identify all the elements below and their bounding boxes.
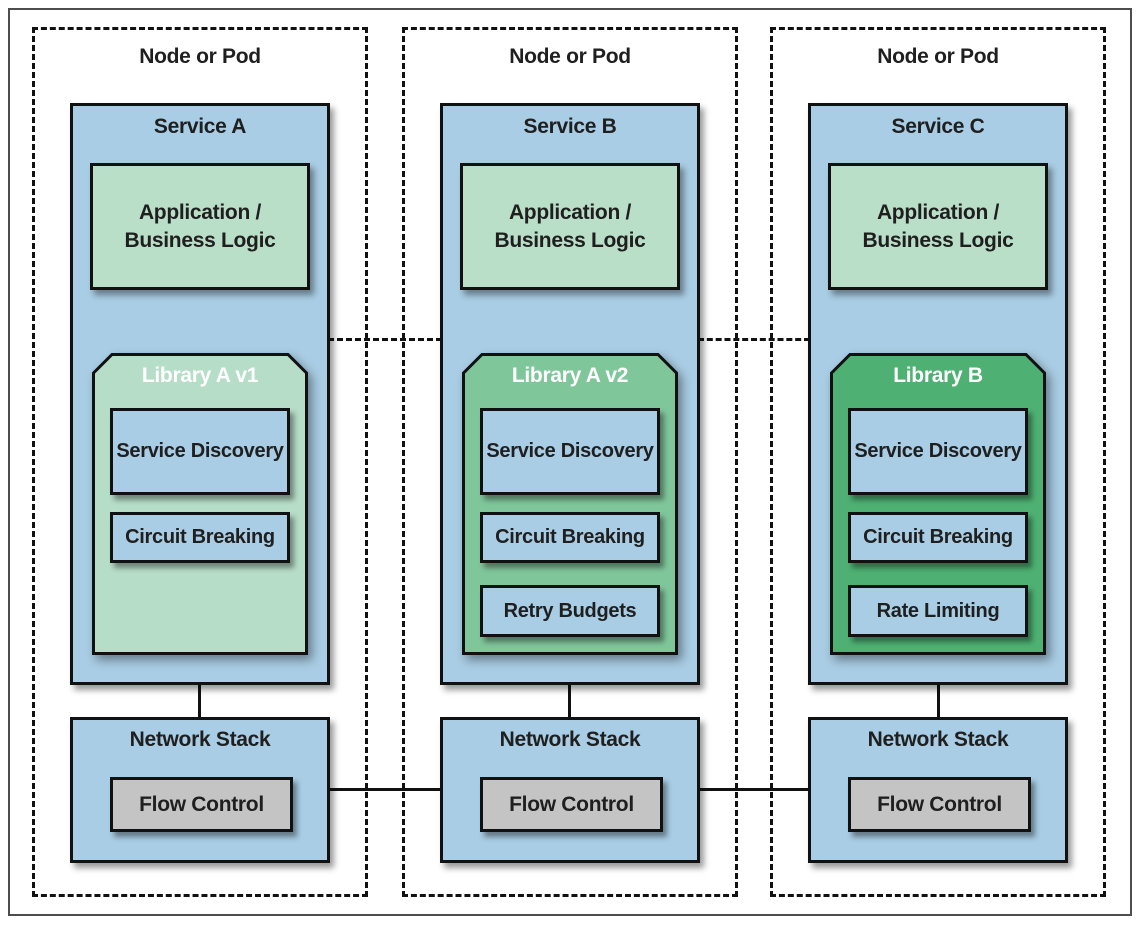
dashed-connector-service-a-b [328,338,442,341]
library-a-v2-box: Library A v2 Service Discovery Circuit B… [462,353,678,655]
network-connector-b-c [698,788,810,791]
flow-control-box: Flow Control [480,777,663,832]
library-title: Library A v2 [511,364,629,387]
service-c-box: Service C Application / Business Logic L… [808,103,1068,685]
network-stack-title: Network Stack [867,728,1009,751]
library-title: Library B [893,364,983,387]
outer-frame [8,8,1132,916]
flow-control-box: Flow Control [110,777,293,832]
network-stack-title: Network Stack [499,728,641,751]
service-a-box: Service A Application / Business Logic L… [70,103,330,685]
service-title: Service B [523,115,617,138]
flow-control-box: Flow Control [848,777,1031,832]
network-stack-box: Network Stack Flow Control [70,717,330,863]
component-circuit-breaking: Circuit Breaking [110,512,290,563]
network-connector-a-b [328,788,442,791]
library-shape [92,353,308,655]
application-business-logic-box: Application / Business Logic [828,163,1048,290]
network-stack-box: Network Stack Flow Control [440,717,700,863]
network-stack-box: Network Stack Flow Control [808,717,1068,863]
component-rate-limiting: Rate Limiting [848,585,1028,637]
connector-service-a-network [198,683,201,719]
service-title: Service C [891,115,985,138]
service-title: Service A [153,115,247,138]
connector-service-c-network [937,683,940,719]
library-a-v1-box: Library A v1 Service Discovery Circuit B… [92,353,308,655]
connector-service-b-network [568,683,571,719]
node-or-pod-label: Node or Pod [509,45,631,68]
component-circuit-breaking: Circuit Breaking [480,512,660,563]
node-panel-a: Node or Pod Service A Application / Busi… [32,27,368,897]
service-b-box: Service B Application / Business Logic L… [440,103,700,685]
node-or-pod-label: Node or Pod [877,45,999,68]
node-panel-b: Node or Pod Service B Application / Busi… [402,27,738,897]
application-business-logic-box: Application / Business Logic [460,163,680,290]
node-or-pod-label: Node or Pod [139,45,261,68]
component-service-discovery: Service Discovery [480,408,660,495]
component-retry-budgets: Retry Budgets [480,585,660,637]
component-circuit-breaking: Circuit Breaking [848,512,1028,563]
library-title: Library A v1 [141,364,259,387]
application-business-logic-box: Application / Business Logic [90,163,310,290]
dashed-connector-service-b-c [698,338,810,341]
component-service-discovery: Service Discovery [110,408,290,495]
network-stack-title: Network Stack [129,728,271,751]
component-service-discovery: Service Discovery [848,408,1028,495]
library-b-box: Library B Service Discovery Circuit Brea… [830,353,1046,655]
node-panel-c: Node or Pod Service C Application / Busi… [770,27,1106,897]
